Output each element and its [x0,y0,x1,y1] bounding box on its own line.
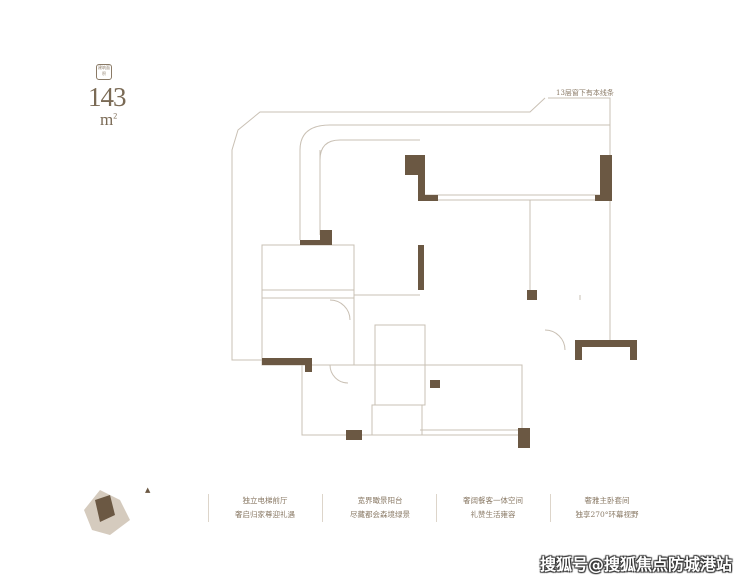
area-value: 143 [88,82,126,112]
thin-walls [231,97,611,436]
divider [208,494,209,522]
feature-3: 奢阔餐客一体空间礼赞生活雍容 [463,496,523,519]
area-unit: m2 [100,110,118,129]
divider [322,494,323,522]
north-arrow-icon: ▲ [145,486,151,494]
key-plan-thumbnail: ▲ [84,486,151,535]
plan-note: 13层窗下有本线条 [556,89,614,97]
divider [550,494,551,522]
feature-2: 宽界瞰景阳台尽藏都会森境绿景 [350,496,410,519]
area-badge: 建筑面积 [96,64,112,80]
watermark: 搜狐号@搜狐焦点防城港站 [540,555,733,574]
structural-walls [262,155,637,448]
feature-4: 奢雅主卧套间独享270°环幕视野 [575,496,639,519]
feature-1: 独立电梯前厅奢启归家尊迎礼遇 [235,496,295,519]
divider [436,494,437,522]
